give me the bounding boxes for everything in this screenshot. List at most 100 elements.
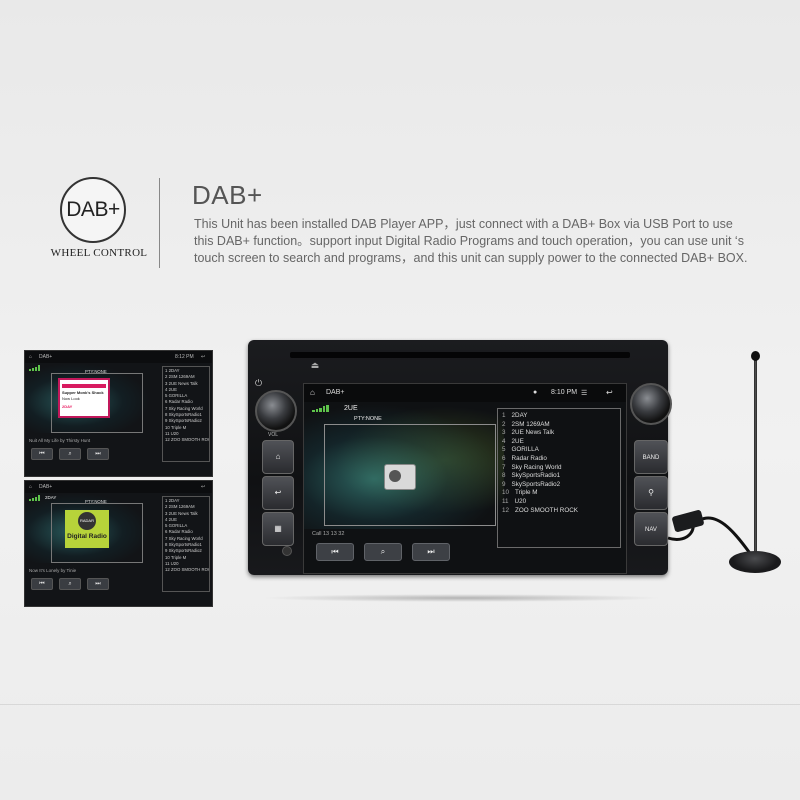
mini-station-item[interactable]: 4 2UE: [165, 516, 177, 522]
mini-station-item[interactable]: 4 2UE: [165, 386, 177, 392]
home-icon: ⌂: [29, 484, 33, 490]
eject-icon[interactable]: ⏏: [310, 360, 320, 370]
gps-pin-icon: ⚲: [648, 488, 654, 497]
mini-station-item[interactable]: 3 2UE News Talk: [165, 380, 198, 386]
search-icon: ⌕: [380, 547, 386, 556]
mini-screen-2: ⌂ DAB+ ↩ 2DAY PTY:NONE RADAR Digital Rad…: [24, 480, 213, 607]
mini-station-item[interactable]: 8 SkySportsRadio1: [165, 542, 202, 548]
mini-station-item[interactable]: 1 2DAY: [165, 368, 180, 373]
station-name: Sky Racing World: [511, 463, 562, 471]
station-number: 1: [502, 412, 506, 419]
station-list-item[interactable]: 7 Sky Racing World: [502, 464, 616, 473]
mini1-art-line1: Supper Monk's Shock: [62, 390, 104, 395]
mini2-station: 2DAY: [45, 495, 57, 500]
power-icon[interactable]: ⏻: [255, 378, 263, 388]
mini-station-item[interactable]: 6 Radar Radio: [165, 529, 193, 535]
page-title: DAB+: [192, 180, 263, 210]
mini-station-item[interactable]: 10 Triple M: [165, 424, 187, 430]
gps-button[interactable]: ⚲: [634, 476, 668, 510]
back-icon[interactable]: ↩: [201, 484, 206, 490]
mini-station-item[interactable]: 6 Radar Radio: [165, 399, 193, 405]
station-name: 2SM 1269AM: [511, 420, 550, 428]
mini1-status: Nuit All My Life by Thirsty Hunt: [29, 438, 91, 443]
station-number: 3: [502, 429, 506, 437]
back-icon[interactable]: ↩: [606, 388, 613, 397]
back-icon[interactable]: ↩: [201, 354, 206, 360]
mini-station-item[interactable]: 12 ZOO SMOOTH ROCK: [165, 437, 210, 443]
album-art-frame: [324, 424, 496, 526]
mini1-search-button[interactable]: ⌕: [59, 448, 81, 460]
station-number: 10: [502, 489, 510, 497]
mini-station-item[interactable]: 3 2UE News Talk: [165, 510, 198, 516]
station-name: SkySportsRadio2: [511, 480, 561, 488]
mini1-prev-button[interactable]: ⏮: [31, 448, 53, 460]
prev-icon: ⏮: [331, 547, 339, 556]
home-icon[interactable]: ⌂: [310, 388, 315, 397]
station-name: GORILLA: [511, 446, 539, 454]
mini2-album-art: RADAR Digital Radio: [65, 510, 109, 548]
antenna-rod: [754, 356, 757, 556]
mini-station-item[interactable]: 11 U20: [165, 560, 179, 566]
home-button[interactable]: ⌂: [262, 440, 294, 474]
band-button[interactable]: BAND: [634, 440, 668, 474]
mini2-search-button[interactable]: ⌕: [59, 578, 81, 590]
mini2-topbar: ⌂ DAB+ ↩: [25, 481, 212, 493]
mini-station-item[interactable]: 2 2SM 1269AM: [165, 504, 195, 510]
cd-slot: [290, 352, 630, 358]
mini-station-item[interactable]: 9 SkySportsRadio2: [165, 418, 202, 424]
mini2-next-button[interactable]: ⏭: [87, 578, 109, 590]
footer-divider: [0, 704, 800, 705]
dab-logo: DAB+: [60, 177, 126, 243]
nav-button[interactable]: NAV: [634, 512, 668, 546]
station-number: 7: [502, 463, 506, 471]
mini2-prev-button[interactable]: ⏮: [31, 578, 53, 590]
home-icon: ⌂: [275, 452, 281, 461]
mini-station-item[interactable]: 5 GORILLA: [165, 523, 188, 529]
station-list-item[interactable]: 2 2SM 1269AM: [502, 421, 616, 430]
mini-station-item[interactable]: 10 Triple M: [165, 554, 187, 560]
mini-station-item[interactable]: 12 ZOO SMOOTH ROCK: [165, 567, 210, 573]
mini-station-item[interactable]: 7 Sky Racing World: [165, 405, 203, 411]
mini-station-item[interactable]: 5 GORILLA: [165, 393, 188, 399]
dab-dongle: [671, 509, 705, 533]
back-icon: ↩: [274, 488, 282, 497]
dab-logo-text: DAB+: [66, 198, 120, 221]
volume-knob[interactable]: [255, 390, 297, 432]
mini-station-item[interactable]: 9 SkySportsRadio2: [165, 548, 202, 554]
next-icon: ⏭: [427, 547, 435, 556]
mini-station-item[interactable]: 2 2SM 1269AM: [165, 374, 195, 380]
mini1-art-frame: [51, 373, 143, 433]
mini2-pty: PTY:NONE: [85, 499, 107, 504]
mini1-next-button[interactable]: ⏭: [87, 448, 109, 460]
back-button[interactable]: ↩: [262, 476, 294, 510]
station-number: 2: [502, 420, 506, 428]
mini-station-item[interactable]: 1 2DAY: [165, 498, 180, 503]
radio-icon: [384, 464, 416, 490]
reset-hole[interactable]: [282, 546, 292, 556]
mini-station-item[interactable]: 8 SkySportsRadio1: [165, 412, 202, 418]
next-button[interactable]: ⏭: [412, 543, 450, 561]
mini-station-item[interactable]: 7 Sky Racing World: [165, 535, 203, 541]
apps-button[interactable]: ▦: [262, 512, 294, 546]
unit-shadow: [262, 594, 662, 602]
mini-station-item[interactable]: 11 U20: [165, 430, 179, 436]
menu-icon[interactable]: ☰: [581, 390, 588, 397]
tune-knob[interactable]: [630, 383, 672, 425]
antenna-tip: [751, 351, 760, 361]
search-button[interactable]: ⌕: [364, 543, 402, 561]
prev-button[interactable]: ⏮: [316, 543, 354, 561]
apps-icon: ▦: [274, 524, 282, 533]
